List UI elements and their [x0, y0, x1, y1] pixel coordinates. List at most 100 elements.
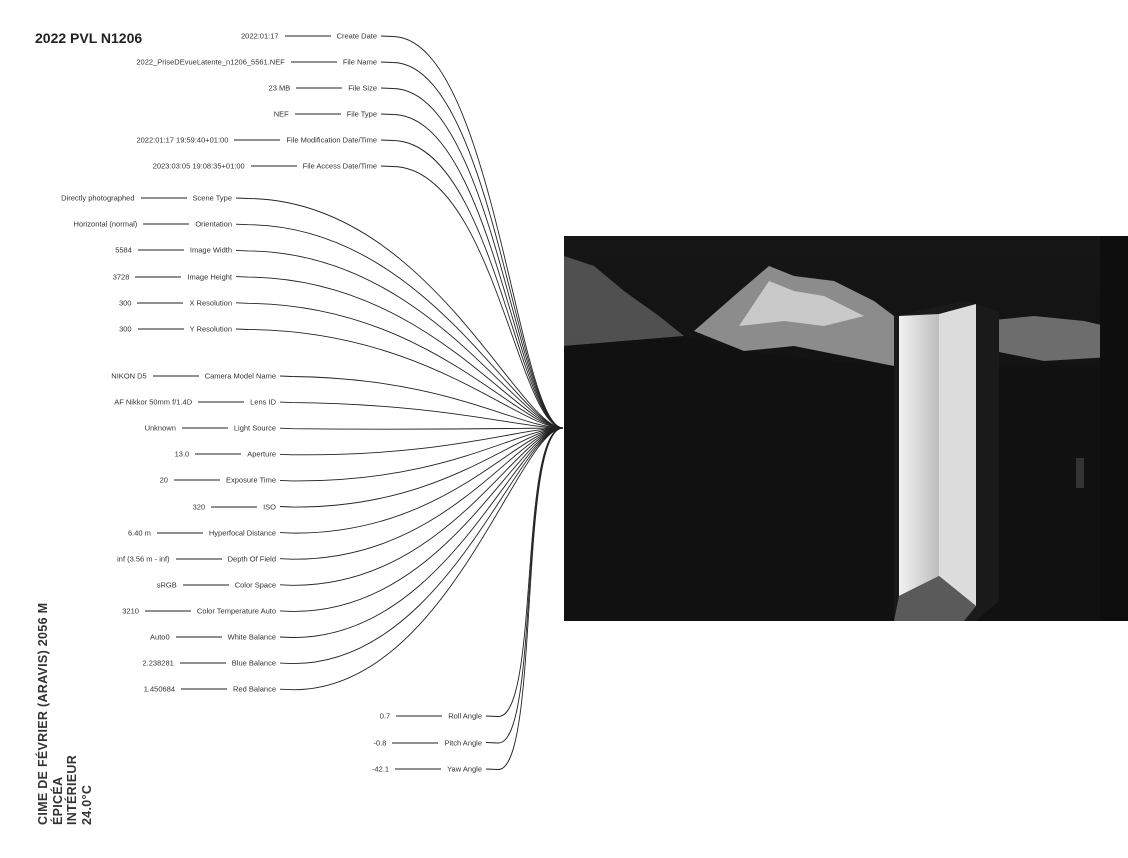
connector-curve [380, 61, 564, 429]
leader-line [211, 506, 258, 507]
metadata-value: 2.238281 [142, 658, 174, 668]
metadata-value: AF Nikkor 50mm f/1.4D [114, 397, 193, 407]
metadata-label: Color Space [234, 580, 276, 590]
connector-curve [279, 427, 564, 430]
metadata-value: 20 [159, 475, 168, 485]
metadata-row: Horizontal (normal)Orientation [74, 220, 232, 229]
metadata-row: AF Nikkor 50mm f/1.4D Lens ID [114, 398, 276, 407]
connector-curve [485, 427, 564, 744]
metadata-label: File Type [346, 109, 377, 119]
leader-line [137, 249, 184, 251]
metadata-label: Orientation [195, 219, 232, 229]
metadata-value: 0.7 [379, 711, 391, 721]
metadata-value: inf (3.56 m - inf) [117, 554, 170, 564]
leader-line [396, 715, 443, 717]
metadata-label: Blue Balance [231, 658, 276, 668]
metadata-value: 1.450684 [143, 684, 176, 694]
connector-curve [235, 276, 564, 429]
metadata-label: Image Height [187, 272, 232, 282]
metadata-value: NIKON D5 [111, 371, 147, 381]
connector-curve [235, 223, 564, 429]
metadata-row: 6.40 m Hyperfocal Distance [128, 528, 276, 537]
leader-line [392, 742, 439, 743]
leader-line [144, 610, 191, 612]
metadata-label: Image Width [189, 245, 232, 255]
leader-line [152, 375, 199, 377]
metadata-row: 2.238281 Blue Balance [143, 659, 277, 668]
connector-curve [279, 427, 564, 638]
connector-curve [380, 87, 564, 429]
metadata-value: Auto0 [150, 632, 170, 642]
metadata-row: sRGB Color Space [157, 580, 276, 589]
leader-line [156, 532, 203, 534]
connector-curve [279, 375, 564, 429]
leader-line [140, 197, 187, 199]
metadata-value: 300 [118, 298, 132, 308]
leader-line [179, 662, 226, 664]
metadata-label: Red Balance [233, 684, 276, 694]
metadata-row: inf (3.56 m - inf)Depth Of Field [117, 554, 276, 563]
connector-curve [380, 35, 564, 429]
metadata-value: 6.40 m [127, 528, 151, 538]
metadata-label: Light Source [233, 423, 276, 433]
leader-line [294, 113, 341, 115]
metadata-label: File Size [348, 83, 377, 93]
metadata-label: Color Temperature Auto [196, 606, 276, 616]
leader-line [234, 139, 281, 141]
leader-line [296, 87, 343, 89]
metadata-row: Auto0 White Balance [150, 633, 276, 642]
connector-curve [279, 427, 564, 691]
connector-curve [380, 165, 564, 429]
metadata-label: Aperture [247, 449, 276, 459]
metadata-value: 23 MB [268, 83, 291, 93]
metadata-value: -42.1 [372, 764, 390, 774]
leader-line [135, 276, 182, 278]
connector-curve [380, 113, 564, 429]
connector-curve [235, 302, 564, 429]
metadata-value: 2022:01:17 19:59:40+01:00 [136, 135, 229, 145]
page-title: 2022 PVL N1206 [35, 30, 143, 46]
metadata-value: sRGB [156, 580, 177, 590]
metadata-value: Directly photographed [61, 193, 135, 203]
leader-line [395, 768, 442, 770]
connector-curve [279, 427, 564, 586]
connector-curve [235, 328, 564, 429]
metadata-row: 1.450684 Red Balance [144, 685, 276, 694]
metadata-label: Hyperfocal Distance [208, 528, 276, 538]
metadata-value: 13.0 [174, 449, 190, 459]
metadata-label: White Balance [227, 632, 276, 642]
connector-curve [279, 427, 564, 508]
metadata-label: Y Resolution [189, 324, 232, 334]
connector-curve [235, 197, 564, 429]
metadata-label: Lens ID [250, 397, 276, 407]
metadata-value: 2023:03:05 19:08:35+01:00 [152, 161, 245, 171]
connector-curve [279, 427, 564, 534]
metadata-row: -42.1 Yaw Angle [372, 765, 482, 774]
photo [564, 236, 1128, 621]
connector-curve [235, 249, 564, 429]
metadata-label: Scene Type [192, 193, 232, 203]
connector-curve [485, 427, 564, 717]
connector-curve [279, 427, 564, 456]
metadata-label: File Access Date/Time [302, 161, 377, 171]
metadata-row: Directly photographed Scene Type [61, 194, 232, 203]
leader-line [175, 636, 222, 638]
metadata-row: 13.0 Aperture [175, 450, 276, 459]
metadata-value: 3210 [122, 606, 139, 616]
metadata-value: -0.8 [373, 738, 387, 747]
metadata-label: Yaw Angle [447, 764, 482, 774]
metadata-label: Create Date [336, 31, 377, 41]
connector-curve [485, 427, 564, 770]
leader-line [250, 165, 297, 167]
leader-line [290, 61, 337, 63]
connector-curve [279, 427, 564, 560]
connector-curve [279, 427, 564, 665]
